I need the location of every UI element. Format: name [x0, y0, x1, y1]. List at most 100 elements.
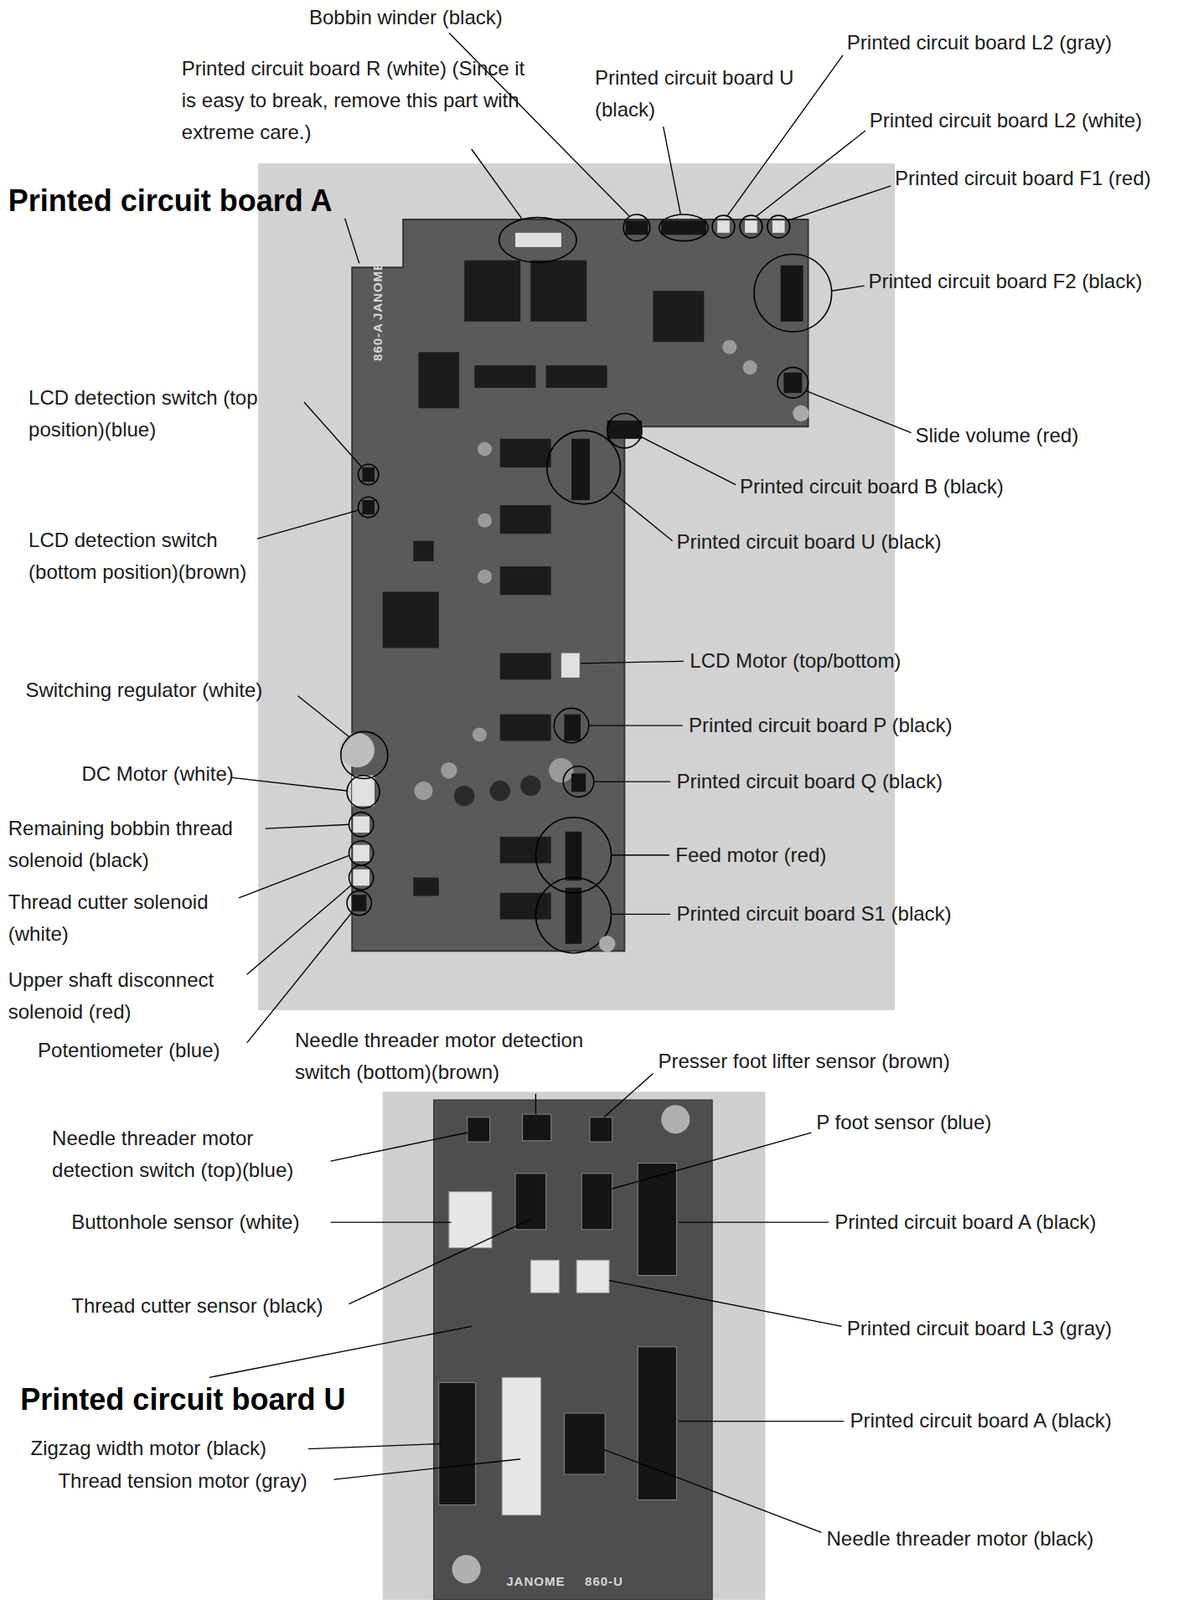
part-label: Slide volume (red): [914, 419, 1079, 452]
leader-line: [230, 777, 347, 791]
leader-line: [247, 912, 352, 1044]
connector: [351, 775, 375, 807]
pin-header: [637, 1347, 677, 1501]
connector-group: [449, 1192, 610, 1516]
pin-header: [563, 1413, 605, 1475]
callout-circle: [659, 214, 709, 242]
leader-line: [806, 391, 911, 434]
leader-line: [755, 130, 865, 217]
callout-circle: [349, 841, 374, 866]
pin-header: [780, 265, 804, 322]
pin-header: [589, 1117, 613, 1143]
pin-header: [581, 1173, 613, 1231]
board-print: JANOME: [506, 1574, 565, 1590]
callout-circle: [767, 215, 791, 238]
leader-line: [640, 436, 736, 485]
capacitor: [472, 728, 487, 743]
chip: [382, 592, 440, 649]
leader-line: [612, 1132, 812, 1189]
part-label: Thread cutter sensor (black): [71, 1290, 323, 1323]
leader-line: [247, 884, 352, 975]
connector: [501, 1377, 541, 1515]
callout-circle: [777, 367, 809, 399]
part-label: Presser foot lifter sensor (brown): [658, 1045, 951, 1078]
leader-line: [589, 724, 683, 726]
part-label: LCD Motor (top/bottom): [689, 645, 901, 678]
leader-line: [304, 402, 362, 467]
chip: [464, 260, 521, 322]
connector: [352, 869, 369, 886]
part-label: Needle threader motor detection switch (…: [51, 1122, 333, 1187]
part-label: LCD detection switch (top position)(blue…: [28, 382, 305, 446]
leader-line: [594, 780, 671, 782]
leader-line: [265, 824, 350, 829]
leader-line: [678, 1421, 844, 1422]
pin-header: [661, 220, 707, 235]
leader-line: [298, 696, 350, 738]
leader-line: [580, 661, 684, 663]
screw: [599, 935, 616, 952]
connector: [449, 1192, 492, 1249]
leader-line: [257, 510, 359, 539]
pin-header: [625, 220, 649, 235]
chip: [474, 365, 536, 388]
photo-ground: [258, 163, 895, 1011]
callout-circle: [357, 496, 378, 517]
callout-circle: [553, 708, 589, 743]
board-print: JANOME: [370, 261, 386, 321]
capacitor: [722, 340, 737, 355]
chip: [500, 893, 552, 920]
part-label: Printed circuit board R (white) (Since i…: [181, 52, 526, 149]
leader-line: [602, 1449, 822, 1534]
leader-line: [209, 1326, 472, 1378]
leader-line: [535, 1094, 537, 1115]
chip: [413, 541, 434, 562]
chip: [500, 837, 552, 864]
part-label: Printed circuit board L2 (white): [869, 104, 1143, 137]
part-label: Zigzag width motor (black): [31, 1432, 267, 1465]
part-label: DC Motor (white): [81, 758, 233, 791]
connector: [561, 653, 580, 678]
leader-line: [471, 149, 523, 220]
board-print: 860-U: [584, 1574, 624, 1590]
part-label: Upper shaft disconnect solenoid (red): [8, 964, 248, 1029]
circuit-board: [351, 219, 808, 951]
part-label: Switching regulator (white): [25, 674, 263, 707]
part-label: Printed circuit board F2 (black): [868, 265, 1143, 298]
part-label: LCD detection switch (bottom position)(b…: [28, 524, 290, 589]
chip: [500, 505, 552, 534]
leader-line: [787, 186, 891, 221]
callout-circle: [346, 775, 380, 809]
screw: [452, 1555, 481, 1584]
capacitor: [743, 360, 758, 375]
header-group: [439, 1114, 678, 1505]
callout-circle: [623, 214, 651, 242]
callout-circle-group: [341, 214, 833, 954]
part-label: Printed circuit board F1 (red): [894, 162, 1151, 195]
pin-header: [783, 372, 802, 393]
callout-circle: [349, 865, 374, 890]
part-label: Bobbin winder (black): [309, 1, 503, 34]
callout-circle: [349, 812, 374, 838]
inductor-group: [454, 775, 542, 807]
callout-circle: [712, 215, 735, 238]
part-label: Buttonhole sensor (white): [71, 1206, 300, 1239]
leader-line: [333, 1459, 521, 1480]
pin-header: [565, 888, 582, 945]
chip: [500, 439, 552, 468]
connector: [717, 220, 730, 233]
callout-circle: [499, 217, 578, 264]
leader-line: [330, 1222, 452, 1224]
part-label: Printed circuit board L2 (gray): [847, 26, 1112, 59]
leader-line: [612, 491, 673, 541]
chip-group: [382, 260, 705, 920]
connector: [576, 1260, 610, 1293]
capacitor: [548, 758, 574, 783]
part-label: P foot sensor (blue): [816, 1106, 992, 1139]
screw: [792, 405, 809, 422]
connector: [515, 232, 562, 248]
pin-header: [439, 1382, 476, 1505]
leader-line: [832, 285, 865, 291]
callout-circle: [607, 413, 642, 448]
circuit-board: [434, 1100, 713, 1600]
